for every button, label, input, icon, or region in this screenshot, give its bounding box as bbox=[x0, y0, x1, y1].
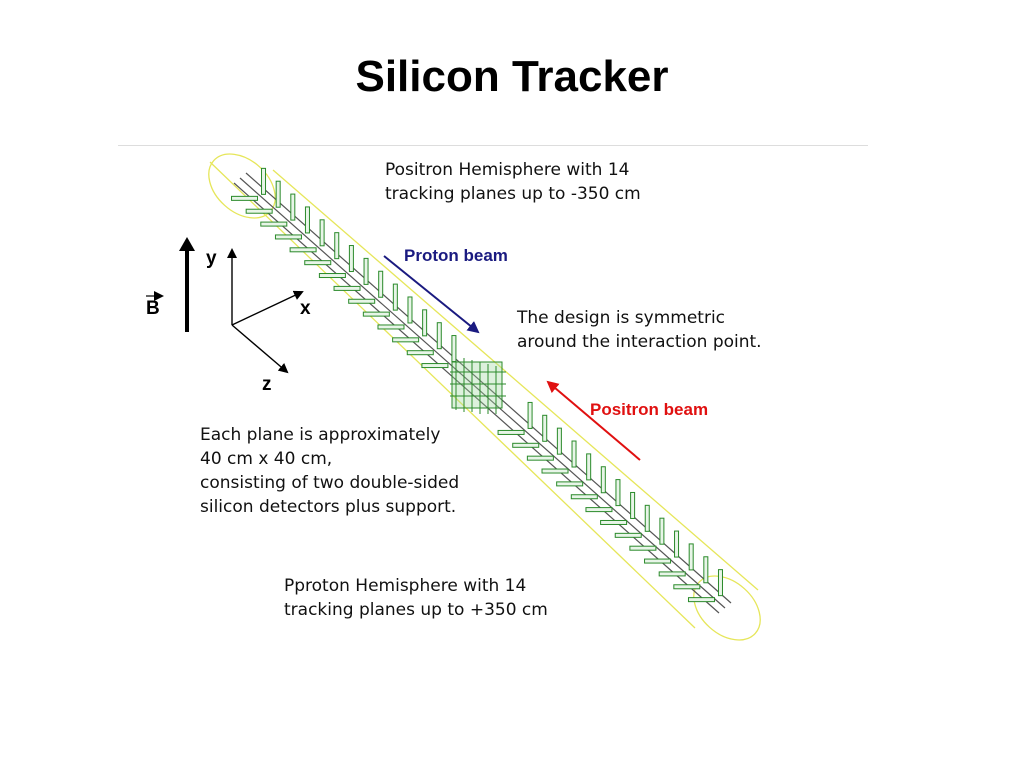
note-line: tracking planes up to +350 cm bbox=[284, 600, 548, 620]
interaction-point-cluster bbox=[450, 358, 506, 414]
proton-beam-arrow bbox=[383, 255, 480, 334]
plane-description-note: Each plane is approximately 40 cm x 40 c… bbox=[200, 423, 459, 519]
note-line: The design is symmetric bbox=[517, 308, 726, 328]
y-axis-label: y bbox=[206, 248, 217, 269]
tracking-plane bbox=[231, 167, 267, 201]
note-line: Pproton Hemisphere with 14 bbox=[284, 576, 527, 596]
tracking-plane bbox=[362, 283, 398, 317]
tracking-plane bbox=[644, 530, 680, 564]
tracking-plane bbox=[585, 479, 621, 513]
proton-beam-label: Proton beam bbox=[404, 246, 508, 265]
tracking-plane bbox=[570, 466, 606, 500]
tracking-plane bbox=[260, 193, 296, 227]
tracking-plane bbox=[673, 556, 709, 590]
tracking-plane bbox=[526, 427, 562, 461]
tracking-plane bbox=[333, 257, 369, 291]
note-line: tracking planes up to -350 cm bbox=[385, 184, 641, 204]
tracking-plane bbox=[658, 543, 694, 577]
tracking-planes bbox=[231, 167, 723, 603]
positron-beam-arrow bbox=[546, 380, 641, 461]
tracking-plane bbox=[629, 517, 665, 551]
tracking-plane bbox=[392, 309, 428, 343]
coordinate-axes bbox=[227, 248, 304, 374]
tracking-plane bbox=[304, 232, 340, 266]
tracking-plane bbox=[512, 414, 548, 448]
note-line: consisting of two double-sided bbox=[200, 473, 460, 493]
b-field-label: B bbox=[146, 298, 160, 319]
tracking-plane bbox=[406, 322, 442, 356]
positron-hemisphere-note: Positron Hemisphere with 14 tracking pla… bbox=[385, 158, 641, 206]
tracking-plane bbox=[497, 401, 533, 435]
proton-hemisphere-note: Pproton Hemisphere with 14 tracking plan… bbox=[284, 574, 548, 622]
tracking-plane bbox=[541, 440, 577, 474]
tracking-plane bbox=[600, 491, 636, 525]
note-line: Positron Hemisphere with 14 bbox=[385, 160, 630, 180]
tracking-plane bbox=[289, 219, 325, 253]
tracking-plane bbox=[348, 270, 384, 304]
symmetric-design-note: The design is symmetric around the inter… bbox=[517, 306, 762, 354]
tracking-plane bbox=[614, 504, 650, 538]
z-axis-label: z bbox=[262, 374, 272, 395]
tracking-plane bbox=[245, 180, 281, 214]
note-line: 40 cm x 40 cm, bbox=[200, 449, 333, 469]
page-title: Silicon Tracker bbox=[355, 52, 669, 101]
divider bbox=[118, 145, 868, 146]
note-line: silicon detectors plus support. bbox=[200, 497, 457, 517]
tracking-plane bbox=[377, 296, 413, 330]
positron-beam-label: Positron beam bbox=[590, 400, 709, 419]
note-line: around the interaction point. bbox=[517, 332, 762, 352]
tracking-plane bbox=[274, 206, 310, 240]
tracking-plane bbox=[318, 245, 354, 279]
tracking-plane bbox=[556, 453, 592, 487]
tracking-plane bbox=[687, 569, 723, 603]
x-axis-label: x bbox=[300, 298, 311, 319]
note-line: Each plane is approximately bbox=[200, 425, 441, 445]
